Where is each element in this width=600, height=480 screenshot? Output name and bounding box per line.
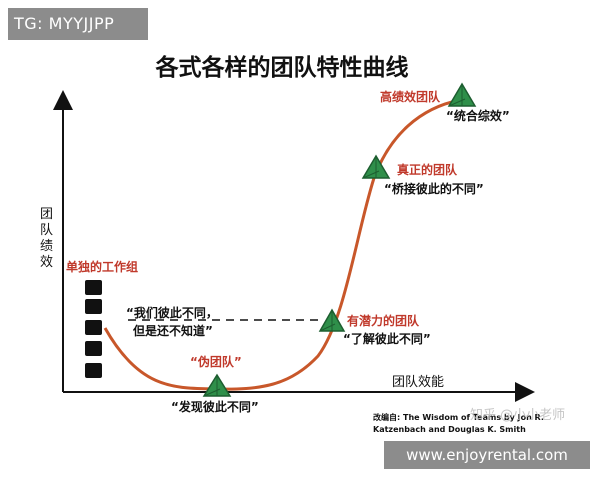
y-axis-label: 团 队 绩 效 [40, 207, 57, 270]
high-performance-quote: “统合综效” [446, 108, 510, 123]
x-axis-label: 团队效能 [392, 375, 444, 390]
real-team-quote: “桥接彼此的不同” [384, 181, 484, 196]
pseudo-team-triangle [202, 373, 232, 397]
top-watermark: TG: MYYJJPP [8, 8, 148, 40]
potential-team-label: 有潜力的团队 [347, 313, 420, 328]
individual-box [85, 280, 102, 295]
individual-box [85, 299, 102, 314]
individual-quote-line1: “我们彼此不同， [126, 305, 218, 320]
source-line2: Katzenbach and Douglas K. Smith [373, 425, 526, 434]
individual-quote-line2: 但是还不知道” [132, 323, 213, 338]
individual-box [85, 363, 102, 378]
pseudo-team-label: “伪团队” [190, 354, 242, 369]
potential-team-triangle [318, 308, 346, 332]
real-team-label: 真正的团队 [397, 162, 458, 177]
potential-team-quote: “了解彼此不同” [343, 331, 431, 346]
bottom-watermark: www.enjoyrental.com [384, 441, 590, 469]
pseudo-team-quote: “发现彼此不同” [171, 399, 259, 414]
individual-box [85, 320, 102, 335]
real-team-triangle [361, 154, 391, 179]
performance-curve [103, 98, 461, 391]
zhihu-watermark: 知乎 @小小老师 [470, 407, 565, 423]
individual-label: 单独的工作组 [66, 259, 138, 274]
source-line1: 改编自: The Wisdom of Teams by Jon R. [373, 412, 544, 422]
high-performance-triangle [447, 82, 477, 107]
diagram-title: 各式各样的团队特性曲线 [155, 54, 409, 81]
high-performance-label: 高绩效团队 [380, 89, 441, 104]
individual-box [85, 341, 102, 356]
